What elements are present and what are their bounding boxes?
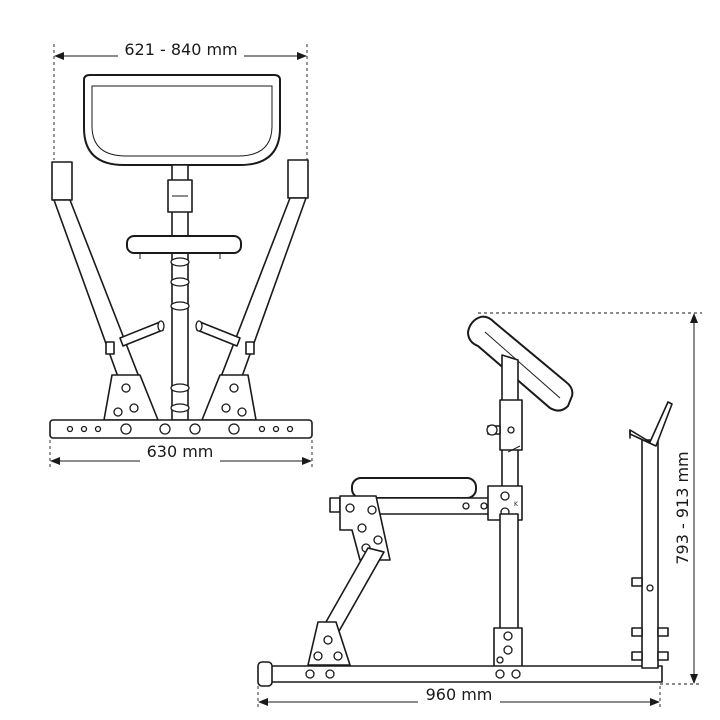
front-seat [126, 235, 242, 259]
front-arm-pad [83, 74, 281, 166]
side-rear-post [493, 513, 523, 669]
front-base-dimension: 630 mm [49, 440, 313, 468]
side-seat-bracket [329, 495, 391, 561]
side-length-dimension: 960 mm [257, 685, 661, 710]
front-left-leg [51, 161, 165, 421]
front-width-label: 621 - 840 mm [124, 40, 237, 59]
front-base-tube [49, 419, 313, 439]
side-height-dimension: 793 - 913 mm [478, 312, 702, 685]
side-arm-pad [466, 315, 574, 412]
front-base-label: 630 mm [147, 442, 214, 461]
side-base-tube [257, 661, 663, 687]
front-center-post [167, 164, 193, 421]
side-diagonal-leg [307, 547, 385, 666]
front-view: 621 - 840 mm [49, 40, 313, 468]
side-seat [349, 477, 501, 515]
side-rear-hook-post [629, 401, 673, 669]
side-height-label: 793 - 913 mm [673, 451, 692, 564]
front-right-leg [195, 159, 309, 421]
front-width-dimension: 621 - 840 mm [53, 40, 308, 160]
side-upright-post [486, 354, 523, 501]
side-view: 793 - 913 mm K [257, 312, 702, 710]
side-seat-junction: K [462, 485, 523, 521]
side-length-label: 960 mm [426, 685, 493, 704]
svg-text:K: K [514, 501, 519, 508]
